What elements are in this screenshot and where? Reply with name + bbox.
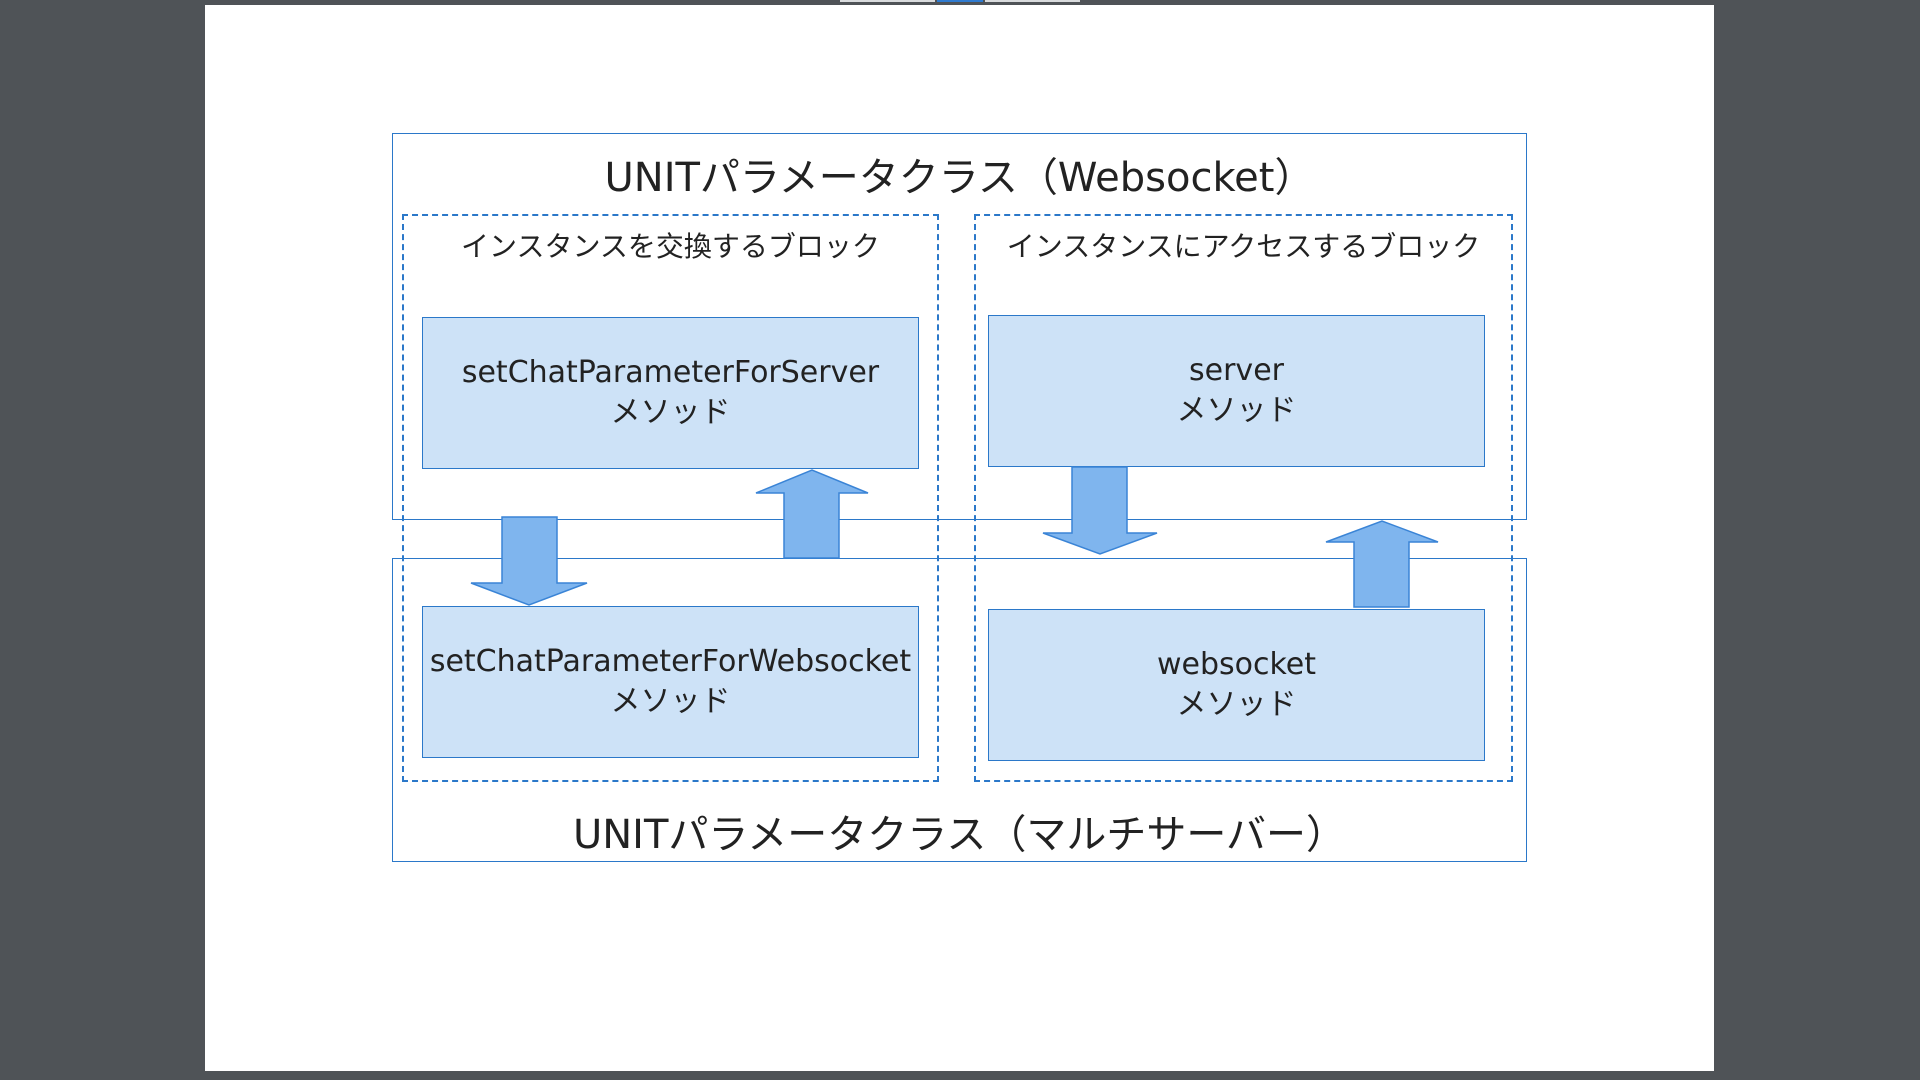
flow-arrows bbox=[470, 466, 1439, 608]
arrow-down-right bbox=[1042, 466, 1158, 555]
block-exchange-instance bbox=[402, 214, 939, 782]
arrow-up-right bbox=[1325, 520, 1439, 608]
arrow-up-left bbox=[755, 469, 869, 559]
block-title-exchange: インスタンスを交換するブロック bbox=[461, 230, 880, 263]
class-title-multiserver: UNITパラメータクラス（マルチサーバー） bbox=[572, 812, 1347, 858]
block-title-access: インスタンスにアクセスするブロック bbox=[1006, 230, 1481, 263]
method-suffix: メソッド bbox=[610, 684, 731, 719]
method-set-chat-parameter-for-server: setChatParameterForServer メソッド bbox=[422, 317, 919, 469]
viewer-tab-right[interactable] bbox=[985, 0, 1080, 2]
class-title-websocket: UNITパラメータクラス（Websocket） bbox=[604, 155, 1315, 201]
method-name: websocket bbox=[1156, 647, 1317, 682]
method-websocket: websocket メソッド bbox=[988, 609, 1485, 761]
method-name: setChatParameterForWebsocket bbox=[429, 644, 912, 679]
viewer-tab-left[interactable] bbox=[840, 0, 935, 2]
viewer-tab-active[interactable] bbox=[937, 0, 983, 2]
class-box-multiserver bbox=[392, 558, 1527, 862]
block-access-instance bbox=[974, 214, 1513, 782]
class-box-websocket bbox=[392, 133, 1527, 520]
arrow-down-left bbox=[470, 516, 588, 606]
method-set-chat-parameter-for-websocket: setChatParameterForWebsocket メソッド bbox=[422, 606, 919, 758]
method-suffix: メソッド bbox=[610, 395, 731, 430]
method-name: setChatParameterForServer bbox=[461, 355, 880, 390]
method-name: server bbox=[1189, 353, 1284, 388]
method-suffix: メソッド bbox=[1176, 393, 1297, 428]
method-suffix: メソッド bbox=[1176, 687, 1297, 722]
method-server: server メソッド bbox=[988, 315, 1485, 467]
document-page: UNITパラメータクラス（Websocket） UNITパラメータクラス（マルチ… bbox=[205, 5, 1714, 1071]
